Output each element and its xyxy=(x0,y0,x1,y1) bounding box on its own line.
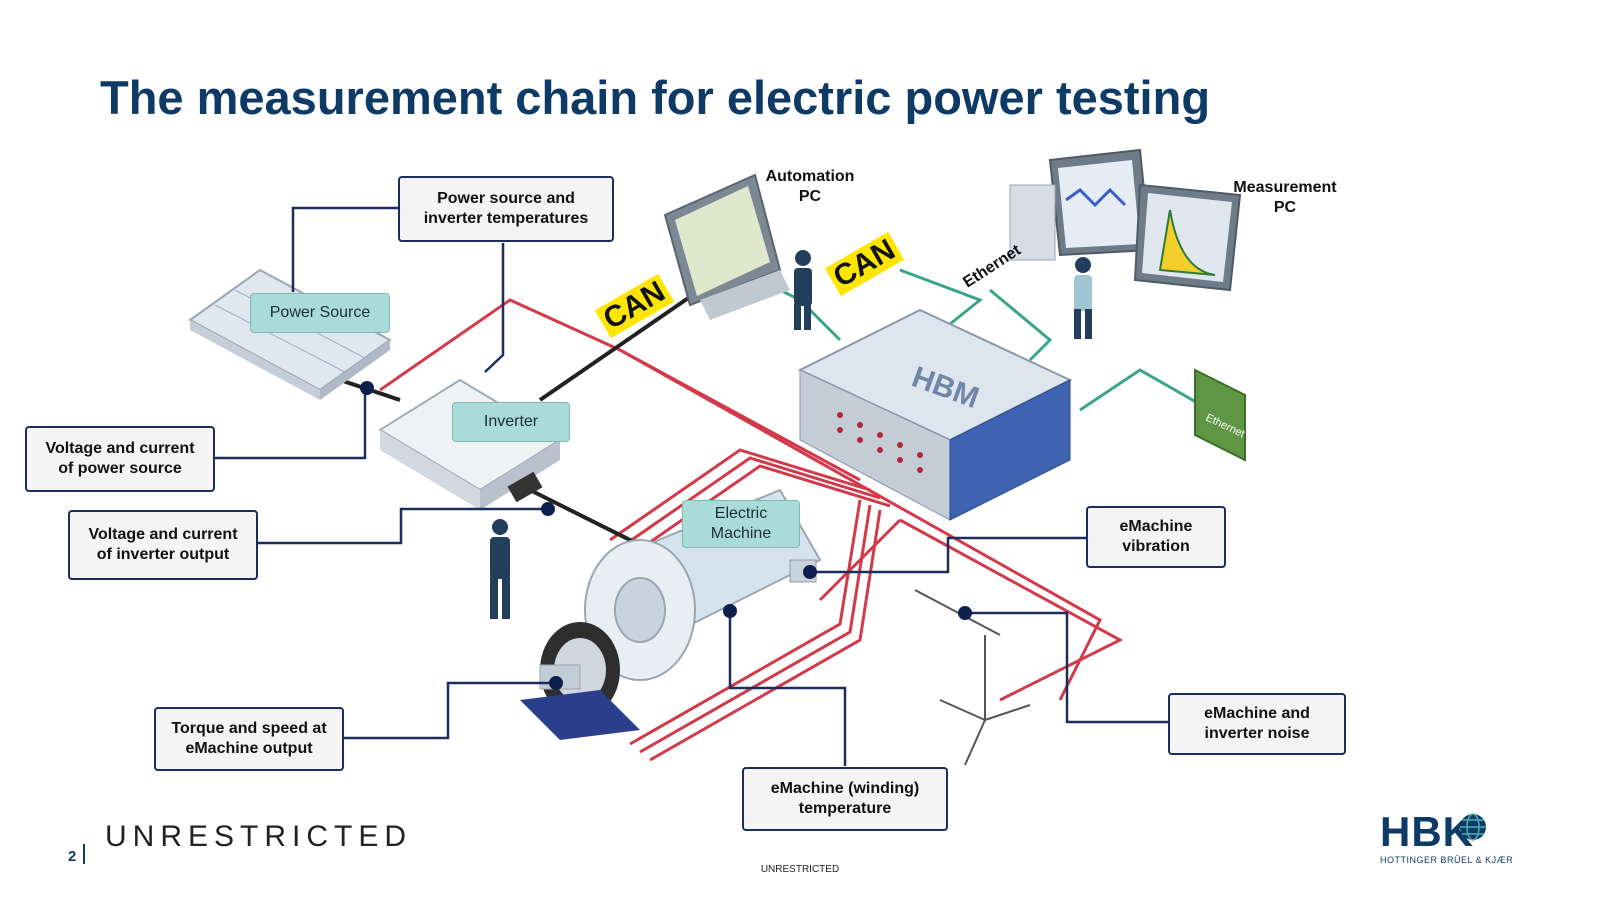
automation-pc xyxy=(663,173,790,320)
inverter-label: Inverter xyxy=(452,402,570,442)
hbk-logo-subtitle: HOTTINGER BRÜEL & KJÆR xyxy=(1380,855,1514,865)
hbk-logo-text: HBK xyxy=(1380,808,1474,855)
page-number-separator xyxy=(83,844,85,864)
person-operator-1 xyxy=(794,250,812,330)
power-source-device xyxy=(188,268,392,400)
power-source-label: Power Source xyxy=(250,293,390,333)
sensor-cables xyxy=(379,298,1124,762)
microphone-stand xyxy=(914,589,1031,766)
measurement-pc xyxy=(1009,148,1242,292)
globe-icon xyxy=(1460,813,1486,841)
classification-label: UNRESTRICTED xyxy=(105,820,413,853)
callout-torque-speed: Torque and speed at eMachine output xyxy=(154,707,344,771)
person-operator-3 xyxy=(490,519,510,619)
measurement-points xyxy=(360,381,972,690)
slide-title: The measurement chain for electric power… xyxy=(100,71,1211,124)
page-number: 2 xyxy=(68,848,77,865)
callout-noise: eMachine and inverter noise xyxy=(1168,693,1346,755)
inverter-device xyxy=(378,378,562,510)
callout-leaders xyxy=(215,206,1170,766)
callout-voltage-current-inverter-output: Voltage and current of inverter output xyxy=(68,510,258,580)
person-operator-2 xyxy=(1074,257,1092,339)
electric-machine-label: Electric Machine xyxy=(682,500,800,548)
callout-winding-temperature: eMachine (winding) temperature xyxy=(742,767,948,831)
footer-classification-small: UNRESTRICTED xyxy=(760,864,840,875)
measurement-pc-label: Measurement PC xyxy=(1233,179,1337,216)
automation-pc-label: Automation PC xyxy=(765,168,855,205)
ethernet-port-icon: Ethernet xyxy=(1194,368,1247,462)
daq-unit: HBM xyxy=(797,308,1073,521)
callout-power-source-inverter-temps: Power source and inverter temperatures xyxy=(398,176,614,242)
callout-voltage-current-power-source: Voltage and current of power source xyxy=(25,426,215,492)
callout-vibration: eMachine vibration xyxy=(1086,506,1226,568)
